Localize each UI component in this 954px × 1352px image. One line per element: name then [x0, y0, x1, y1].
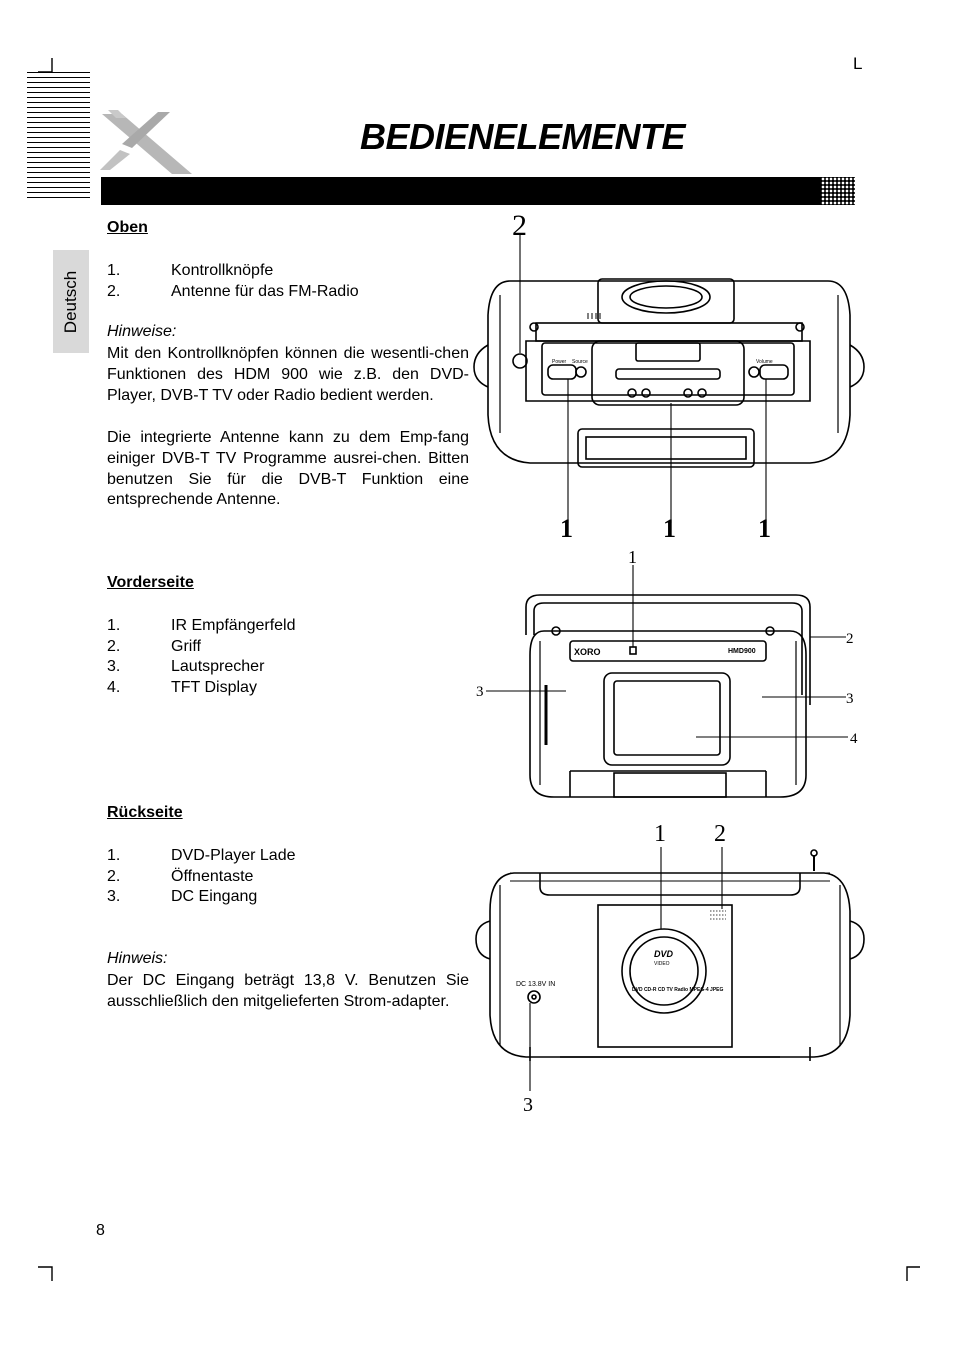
brand-x-logo [100, 110, 192, 174]
top-note-paragraph-1: Mit den Kontrollknöpfen können die wesen… [107, 345, 469, 404]
section-heading-back: Rückseite [107, 804, 183, 821]
power-label: Power [552, 359, 567, 365]
disc-format-text: DVD CD-R CD TV Radio MPEG-4 JPEG [632, 987, 724, 993]
corner-mark-top-right: L [853, 54, 863, 73]
top-items-list: 1.Kontrollknöpfe 2.Antenne für das FM-Ra… [107, 261, 359, 302]
page-number: 8 [96, 1222, 105, 1239]
back-note-paragraph: Der DC Eingang beträgt 13,8 V. Benutzen … [107, 972, 469, 1010]
front-items-list: 1.IR Empfängerfeld 2.Griff 3.Lautspreche… [107, 616, 296, 698]
list-item: 1.DVD-Player Lade [107, 847, 296, 864]
callout-1: 1 [560, 514, 573, 543]
callout-2: 2 [846, 631, 854, 647]
crop-mark-bottom-left [38, 1266, 53, 1281]
language-tab: Deutsch [53, 250, 89, 353]
language-tab-label: Deutsch [61, 270, 80, 333]
crop-mark-bottom-right [906, 1266, 920, 1281]
figure-front-view: 1 2 3 3 4 XORO HMD900 [476, 547, 858, 798]
margin-stripes [27, 72, 90, 200]
section-heading-top: Oben [107, 219, 148, 236]
callout-2: 2 [512, 209, 527, 242]
volume-label: Volume [756, 359, 773, 365]
page-title: BEDIENELEMENTE [360, 116, 686, 157]
header-bar-dots [821, 177, 857, 205]
callout-3: 3 [476, 684, 484, 700]
brand-xoro: XORO [574, 647, 601, 657]
figure-top-view: 2 1 1 1 Power Source Volume [473, 209, 865, 543]
back-note-title: Hinweis: [107, 950, 168, 967]
list-item: 3.DC Eingang [107, 888, 258, 906]
top-note-title: Hinweise: [107, 323, 177, 340]
dvd-logo: DVD [654, 949, 674, 959]
list-item: 3.Lautsprecher [107, 658, 265, 676]
section-heading-front: Vorderseite [107, 574, 194, 591]
list-item: 4.TFT Display [107, 678, 257, 696]
source-label: Source [572, 359, 588, 365]
list-item: 2.Griff [107, 637, 201, 655]
callout-3: 3 [523, 1094, 533, 1116]
callout-1: 1 [663, 514, 676, 543]
callout-3: 3 [846, 691, 854, 707]
model-label: HMD900 [728, 648, 756, 655]
callout-1: 1 [654, 821, 666, 847]
top-note-paragraph-2: Die integrierte Antenne kann zu dem Emp-… [107, 429, 469, 509]
callout-2: 2 [714, 821, 726, 847]
back-items-list: 1.DVD-Player Lade 2.Öffnentaste 3.DC Ein… [107, 846, 296, 908]
list-item: 2.Antenne für das FM-Radio [107, 282, 359, 300]
list-item: 1.Kontrollknöpfe [107, 262, 274, 279]
callout-4: 4 [850, 731, 858, 747]
dvd-logo-sub: VIDEO [654, 961, 670, 967]
callout-1: 1 [758, 514, 771, 543]
list-item: 1.IR Empfängerfeld [107, 617, 296, 634]
header-bar [101, 177, 857, 205]
list-item: 2.Öffnentaste [107, 867, 254, 885]
callout-1: 1 [628, 547, 637, 567]
figure-back-view: 1 2 3 DC 13.8V IN DVD VIDEO DVD CD-R CD … [475, 821, 865, 1116]
dc-input-label: DC 13.8V IN [516, 981, 555, 988]
